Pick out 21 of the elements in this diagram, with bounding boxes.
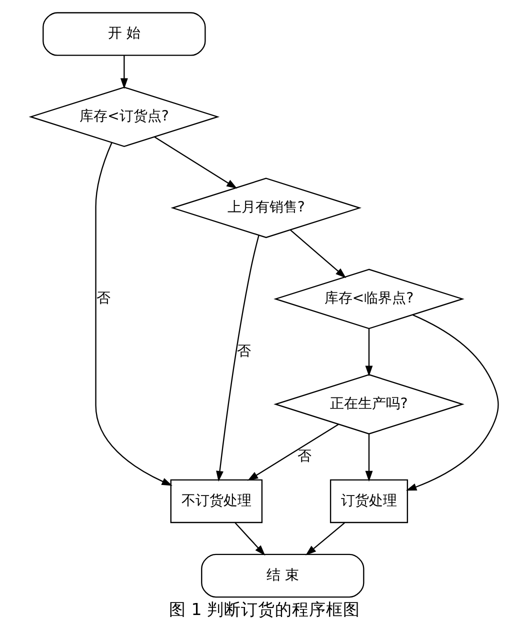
arrow bbox=[120, 56, 128, 89]
caption: 图 1 判断订货的程序框图 bbox=[168, 600, 360, 620]
arrow bbox=[234, 522, 265, 556]
node-box: 不订货处理 bbox=[170, 479, 262, 524]
arrow bbox=[364, 434, 372, 482]
node-box: 结 束 bbox=[200, 554, 364, 598]
edge-label: 否 bbox=[236, 343, 251, 360]
arrow bbox=[290, 230, 346, 278]
arrow bbox=[246, 424, 338, 481]
edge-label: 否 bbox=[297, 448, 312, 465]
arrow bbox=[94, 142, 172, 486]
arrow bbox=[364, 328, 372, 376]
arrow bbox=[405, 314, 498, 491]
node-diamond: 正在生产吗? bbox=[273, 374, 464, 434]
node-box: 开 始 bbox=[42, 12, 206, 56]
arrow bbox=[216, 235, 259, 482]
edge-label: 否 bbox=[96, 290, 110, 307]
node-box: 订货处理 bbox=[329, 479, 408, 524]
arrow bbox=[305, 522, 344, 556]
node-diamond: 库存<订货点? bbox=[28, 86, 220, 148]
arrow bbox=[154, 136, 237, 189]
